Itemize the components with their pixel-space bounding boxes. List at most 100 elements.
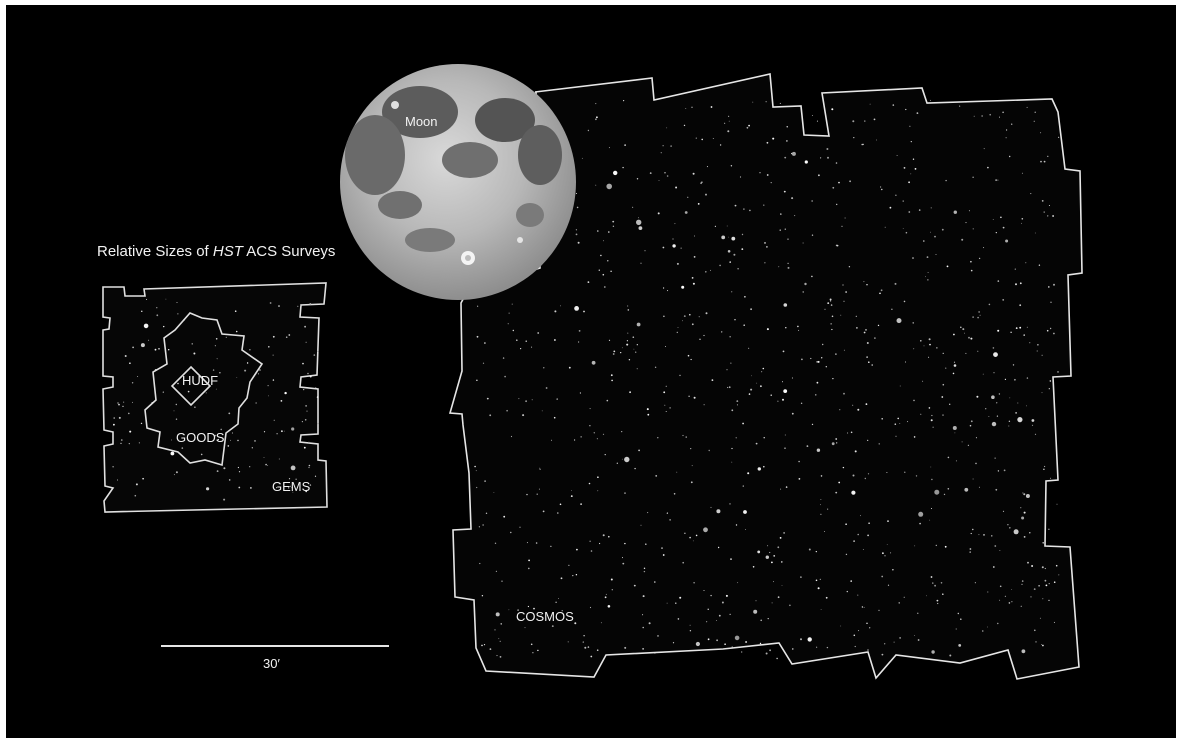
star <box>953 361 956 363</box>
star <box>716 509 721 514</box>
star <box>831 328 833 331</box>
star <box>1036 350 1038 352</box>
star <box>724 643 726 645</box>
star <box>512 329 514 332</box>
star <box>692 172 695 175</box>
star <box>638 226 643 231</box>
star <box>689 313 691 316</box>
star <box>1046 329 1049 332</box>
star <box>999 599 1001 601</box>
cosmos-label: COSMOS <box>516 609 574 624</box>
star <box>997 280 1000 282</box>
star <box>880 186 882 188</box>
star <box>878 443 880 445</box>
star <box>661 547 663 549</box>
star <box>672 238 674 240</box>
star <box>728 115 730 117</box>
star <box>782 381 783 383</box>
star <box>309 484 312 486</box>
star <box>236 377 238 378</box>
star <box>291 427 295 431</box>
star <box>926 595 927 597</box>
star <box>673 493 676 495</box>
star <box>736 400 739 402</box>
star <box>913 436 916 438</box>
star <box>763 437 765 439</box>
star <box>737 268 739 270</box>
star <box>1040 160 1042 163</box>
star <box>993 372 995 374</box>
star <box>755 600 757 602</box>
star <box>1041 644 1042 645</box>
star <box>474 465 476 468</box>
star <box>263 431 266 433</box>
star <box>288 334 291 336</box>
star <box>666 602 668 604</box>
star <box>305 405 307 407</box>
star <box>914 635 915 636</box>
star <box>682 561 684 564</box>
star <box>949 654 952 657</box>
star <box>710 594 712 597</box>
star <box>1031 419 1035 422</box>
star <box>249 349 251 351</box>
star <box>611 589 613 591</box>
star <box>292 491 294 493</box>
star <box>771 602 773 604</box>
star <box>761 371 763 373</box>
star <box>770 182 772 184</box>
star <box>858 630 860 632</box>
star <box>942 593 944 595</box>
star <box>525 340 527 342</box>
star <box>227 445 230 447</box>
star <box>1048 205 1050 206</box>
star <box>1003 469 1006 472</box>
star <box>818 174 820 177</box>
star <box>763 465 765 468</box>
star <box>997 622 999 625</box>
star <box>1044 579 1047 582</box>
star <box>830 304 833 306</box>
star <box>677 618 680 620</box>
star <box>539 468 541 470</box>
star <box>756 382 758 384</box>
star <box>520 348 522 350</box>
star <box>578 330 581 332</box>
star <box>1048 599 1050 602</box>
star <box>845 553 848 556</box>
star <box>688 395 690 397</box>
star <box>640 524 642 526</box>
star <box>216 470 219 472</box>
star <box>657 635 659 637</box>
star <box>733 253 736 256</box>
star <box>776 657 778 660</box>
star <box>835 353 837 355</box>
star <box>899 637 901 639</box>
star <box>267 385 269 387</box>
star <box>223 467 226 470</box>
star <box>693 256 696 258</box>
star <box>876 139 877 141</box>
star <box>123 401 125 403</box>
star <box>867 649 869 651</box>
star <box>1034 629 1036 632</box>
star <box>886 544 888 545</box>
star <box>912 322 914 324</box>
star <box>811 200 813 202</box>
star <box>176 302 178 303</box>
star <box>941 228 944 231</box>
star <box>1030 596 1032 598</box>
star <box>983 247 985 249</box>
star <box>965 222 967 224</box>
star <box>597 490 599 492</box>
star <box>941 396 944 398</box>
star <box>543 367 545 369</box>
star <box>284 391 287 395</box>
star <box>624 542 626 545</box>
star <box>777 546 780 549</box>
star <box>863 331 866 334</box>
star <box>865 329 867 331</box>
star <box>603 286 606 288</box>
star <box>215 338 218 340</box>
star <box>596 649 599 651</box>
